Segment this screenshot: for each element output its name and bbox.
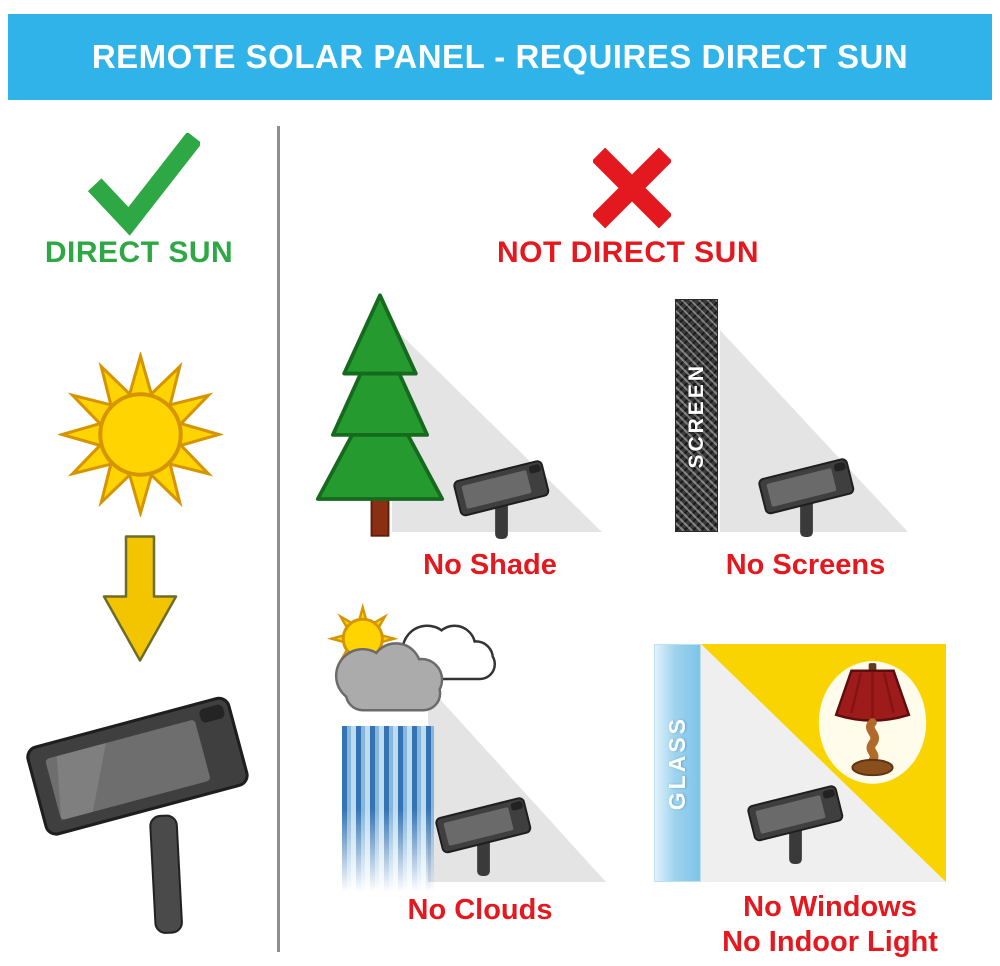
checkmark-icon	[88, 133, 200, 237]
clouds-icon	[312, 598, 517, 738]
column-divider	[277, 126, 280, 952]
solar-panel-icon	[448, 443, 556, 541]
caption-no-clouds: No Clouds	[407, 894, 553, 926]
lamp-icon	[815, 655, 930, 790]
down-arrow-icon	[100, 533, 180, 666]
glass-bar-label: GLASS	[664, 715, 690, 811]
caption-no-windows: No Windows	[743, 891, 917, 923]
glass-bar: GLASS	[654, 644, 701, 882]
screen-bar: SCREEN	[675, 299, 718, 532]
caption-no-indoor-light: No Indoor Light	[722, 926, 938, 958]
tree-icon	[314, 292, 446, 540]
page-title: REMOTE SOLAR PANEL - REQUIRES DIRECT SUN	[91, 38, 909, 75]
not-direct-sun-label: NOT DIRECT SUN	[497, 236, 759, 269]
solar-panel-icon	[430, 780, 538, 878]
caption-no-screens: No Screens	[725, 549, 886, 581]
header-banner: REMOTE SOLAR PANEL - REQUIRES DIRECT SUN	[8, 14, 992, 100]
rain-icon	[342, 726, 434, 892]
screen-bar-label: SCREEN	[684, 362, 708, 469]
solar-panel-icon	[742, 768, 850, 866]
sun-icon	[58, 352, 223, 517]
solar-panel-icon	[753, 441, 861, 539]
solar-panel-illustration	[22, 668, 257, 943]
caption-no-shade: No Shade	[423, 549, 557, 581]
x-icon	[593, 146, 671, 230]
direct-sun-label: DIRECT SUN	[44, 236, 234, 269]
